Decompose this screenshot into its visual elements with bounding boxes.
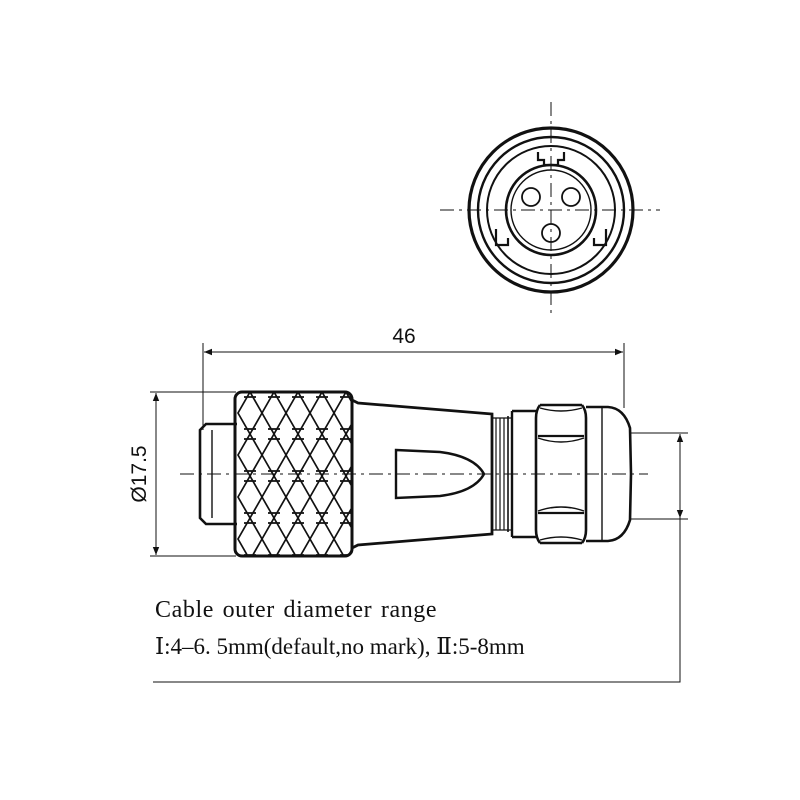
cable-range-note-values: Ⅰ:4–6. 5mm(default,no mark), Ⅱ:5-8mm — [155, 634, 525, 659]
pin-3 — [541, 223, 561, 243]
diameter-dimension-label: Ø17.5 — [128, 445, 151, 502]
cable-range-note-title: Cable outer diameter range — [155, 597, 438, 623]
length-dimension: 46 — [202, 325, 625, 430]
left-latch — [494, 229, 510, 247]
second-ring — [476, 135, 626, 285]
length-dimension-label: 46 — [392, 325, 415, 348]
knurl-pattern — [237, 392, 352, 556]
pin-2 — [561, 187, 581, 207]
diameter-dimension: Ø17.5 — [128, 391, 236, 557]
note-leader — [153, 518, 681, 683]
third-ring — [486, 145, 616, 275]
outer-ring — [467, 126, 635, 294]
cable-dimension — [153, 432, 688, 683]
pin-1 — [521, 187, 541, 207]
side-view — [180, 390, 648, 558]
front-view — [440, 102, 660, 318]
insert-inner — [510, 169, 592, 251]
right-latch — [592, 229, 608, 247]
top-key — [536, 152, 566, 167]
